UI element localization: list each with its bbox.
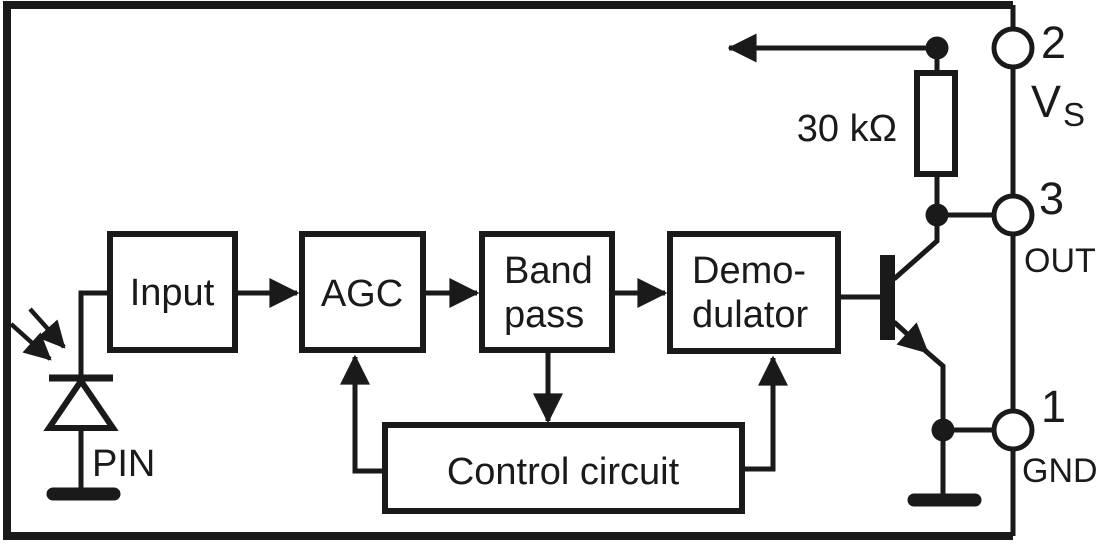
pin-3-number: 3 [1039,173,1064,224]
npn-transistor [838,213,946,430]
resistor-value-label: 30 kΩ [797,108,897,150]
module-case-border [3,1,1013,540]
photodiode-wire [78,290,110,378]
pin-2-name-subscript: S [1063,96,1085,133]
pin-1-terminal [991,408,1035,452]
demodulator-block-label-line1: Demo- [692,250,806,292]
agc-block [299,231,426,353]
pin-2-number: 2 [1041,17,1066,68]
photodiode-triangle [43,375,119,431]
arrow-control-to-agc [340,354,385,474]
pin-1-number: 1 [1041,381,1066,432]
pin-2-terminal [991,26,1035,70]
agc-block-label: AGC [321,273,403,315]
control-circuit-block [382,422,745,514]
pin-3-name: OUT [1024,242,1096,280]
light-ray-icon [28,307,66,349]
input-block-label: Input [130,272,215,314]
junction-dot [931,418,955,442]
demodulator-block [667,231,841,354]
bandpass-block-label-line1: Band [504,250,593,292]
pin-1-name: GND [1022,452,1098,490]
light-ray-icon [9,322,52,361]
bias-resistor [914,70,958,177]
pin-3-terminal [991,193,1035,237]
pin-photodiode: PIN [9,290,155,501]
control-circuit-label: Control circuit [447,451,680,493]
transistor-base-bar [880,255,895,340]
transistor-emitter [919,345,946,430]
arrow-control-to-demodulator [742,355,788,472]
photodiode-label: PIN [92,443,155,485]
bandpass-block-label-line2: pass [504,294,584,336]
junction-dot [925,36,949,60]
junction-dot [925,203,949,227]
pin-2-name: V [1031,76,1061,127]
demodulator-block-label-line2: dulator [692,294,809,336]
